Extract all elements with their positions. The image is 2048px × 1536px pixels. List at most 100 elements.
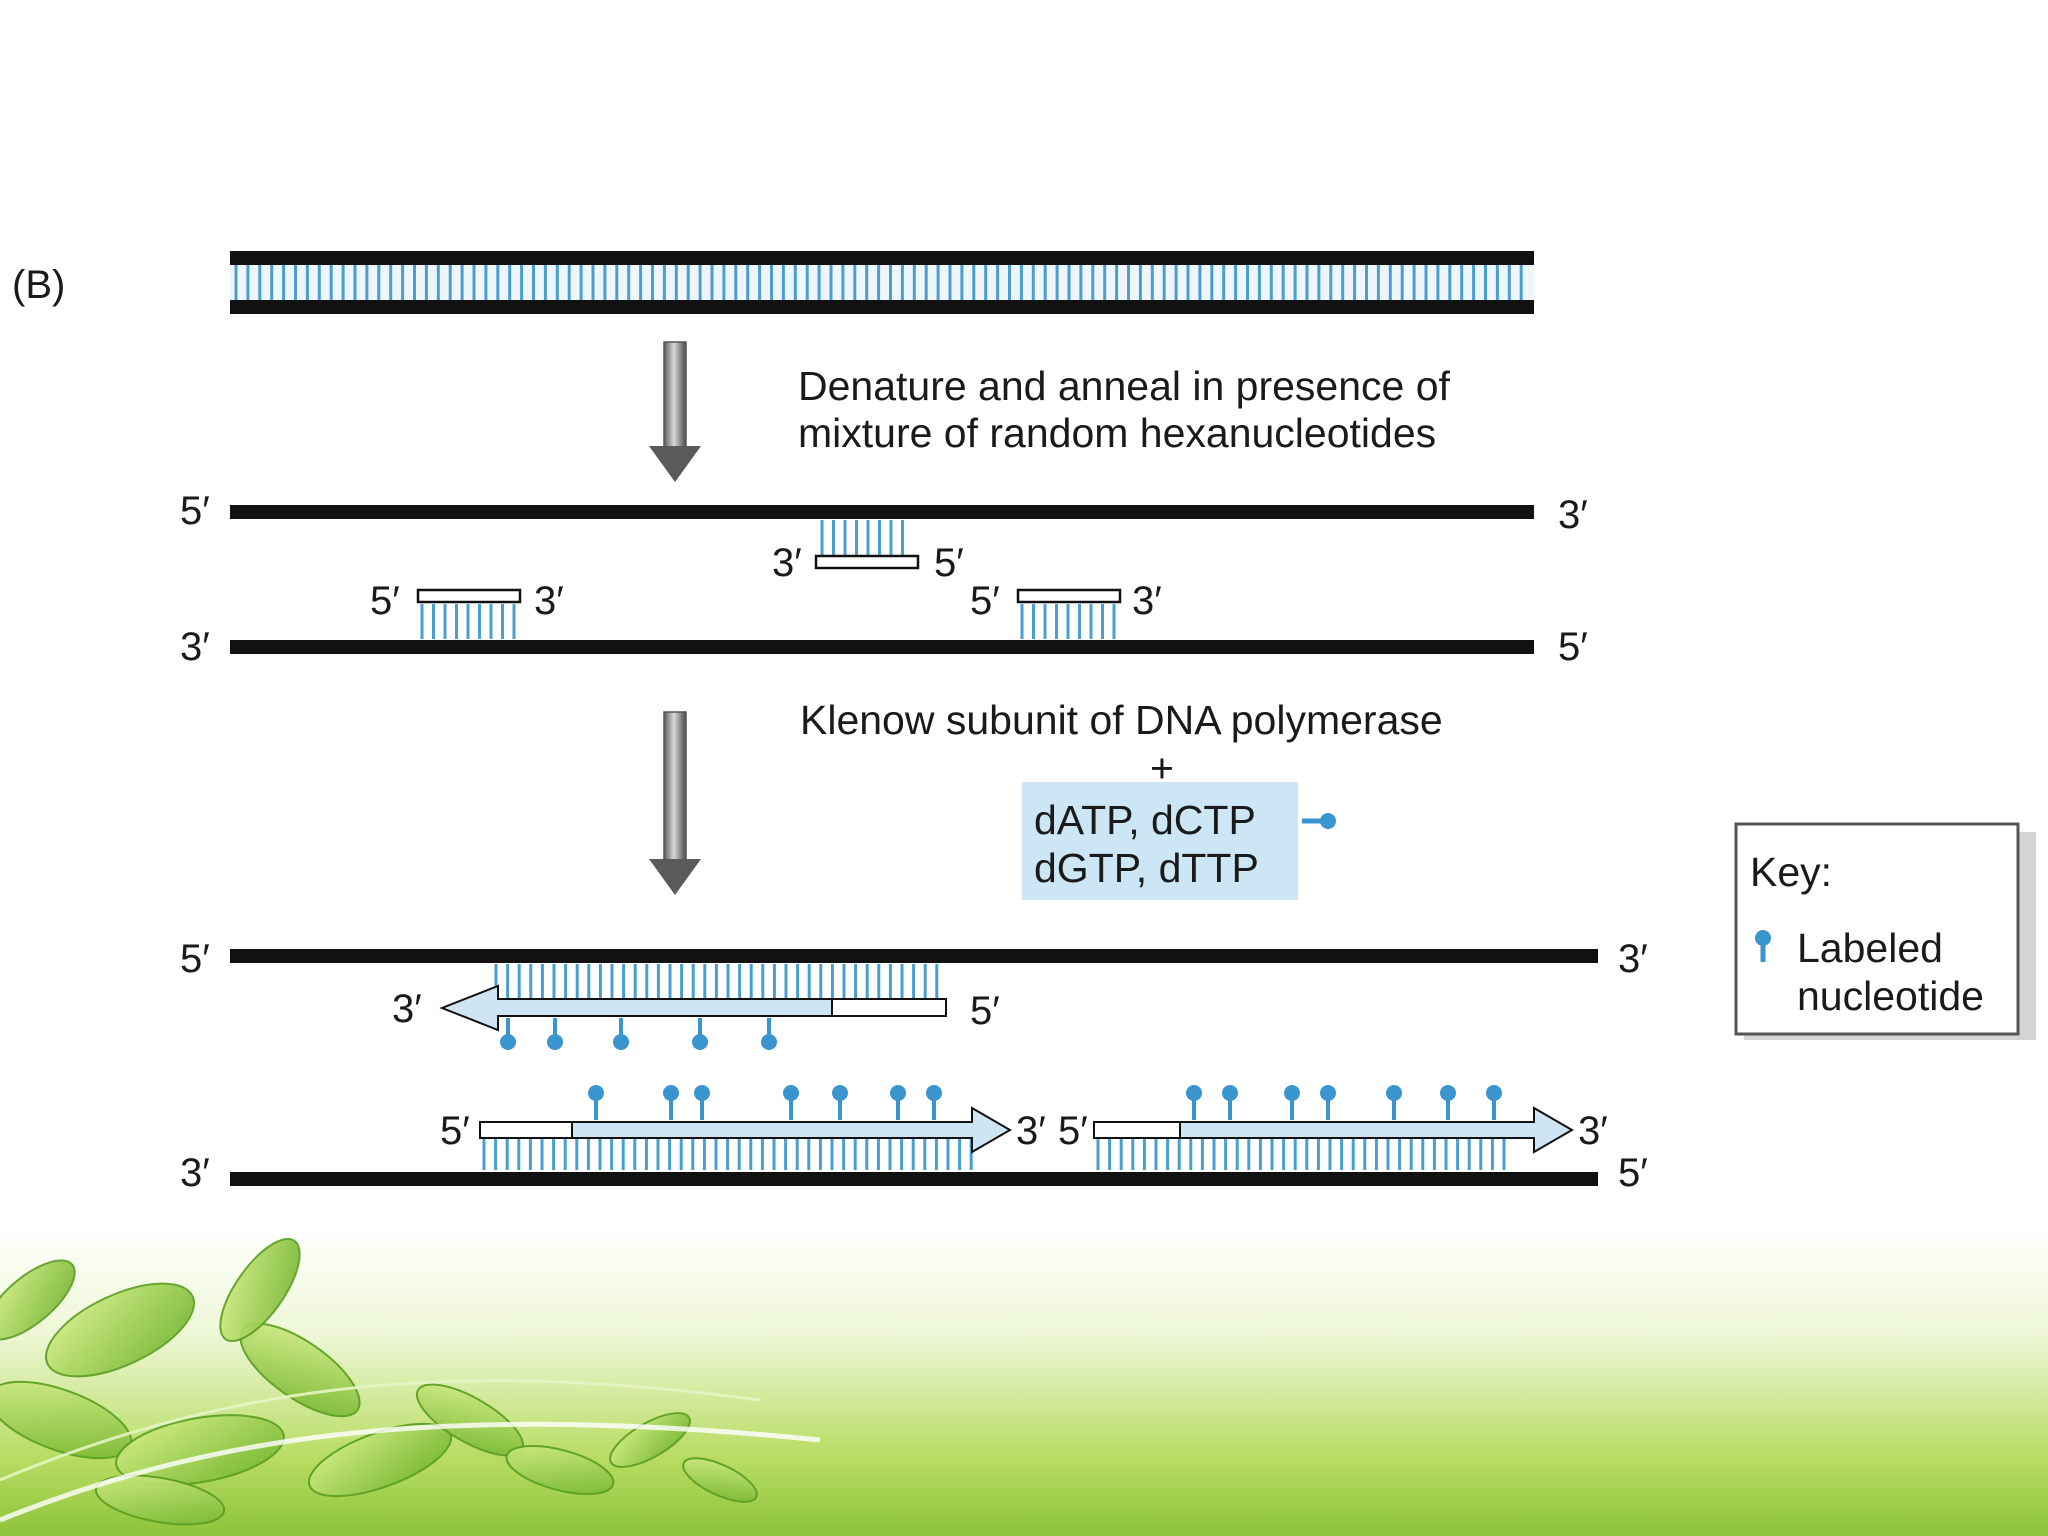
- template-strand-bottom: [230, 640, 1534, 654]
- new-strand-left: [479, 1106, 1012, 1154]
- label-3prime-bottom: 3′: [180, 625, 210, 669]
- label-5prime-top: 5′: [180, 489, 210, 533]
- hexamer-pairs-right: [1020, 604, 1116, 639]
- marker-head: [761, 1034, 777, 1050]
- labeled-nucleotide-right: [1186, 1085, 1202, 1120]
- labeled-nucleotide-right: [1386, 1085, 1402, 1120]
- key-box: Key: Labeled nucleotide: [1734, 822, 2036, 1040]
- label-newstrand-right-3prime: 3′: [1578, 1109, 1608, 1153]
- label-3prime-row3-bottom: 3′: [180, 1151, 210, 1195]
- label-3prime-top: 3′: [1558, 493, 1588, 537]
- labeled-nucleotide-right: [1486, 1085, 1502, 1120]
- double-stranded-dna: [230, 251, 1534, 314]
- nucleotides-line2: dGTP, dTTP: [1034, 845, 1259, 891]
- labeled-nucleotide-left: [890, 1085, 906, 1120]
- leaf-decoration: [0, 1237, 821, 1526]
- label-newstrand-left-5prime: 5′: [440, 1109, 470, 1153]
- leaf: [0, 1259, 76, 1341]
- new-strand-top: [439, 984, 947, 1032]
- down-arrow-step1: [649, 341, 701, 482]
- ds-gap: [230, 265, 1534, 300]
- marker-head: [1222, 1085, 1238, 1101]
- labeled-nucleotide-right: [1222, 1085, 1238, 1120]
- label-hexamer-right-3prime: 3′: [1132, 579, 1162, 623]
- label-marker-icon: [1302, 813, 1336, 829]
- hexamer-primer-right: [1016, 588, 1122, 604]
- label-hexamer-top-3prime: 3′: [772, 541, 802, 585]
- arrow-shaft: [663, 341, 687, 449]
- hexamer-primer-left: [416, 588, 522, 604]
- hexamer-pairs-top: [820, 520, 904, 555]
- label-5prime-row3-top: 5′: [180, 937, 210, 981]
- marker-head: [783, 1085, 799, 1101]
- step1-caption-line2: mixture of random hexanucleotides: [798, 410, 1436, 456]
- marker-head: [692, 1034, 708, 1050]
- ds-top-strand: [230, 251, 1534, 265]
- labeled-nucleotide-left: [663, 1085, 679, 1120]
- label-newstrand-right-5prime: 5′: [1058, 1109, 1088, 1153]
- ds-bottom-strand: [230, 300, 1534, 314]
- new-strand-left-arrow: [571, 1106, 1012, 1154]
- label-hexamer-right-5prime: 5′: [970, 579, 1000, 623]
- primer-top-extended: [831, 998, 947, 1017]
- template-strand-bottom-extended: [230, 1172, 1598, 1186]
- template-strand-top: [230, 505, 1534, 519]
- nucleotides-line1: dATP, dCTP: [1034, 797, 1256, 843]
- arrow-shaft: [663, 711, 687, 862]
- labeled-nucleotide-top: [613, 1018, 629, 1050]
- new-strand-right-arrow: [1179, 1106, 1574, 1154]
- template-strand-top-extended: [230, 949, 1598, 963]
- labeled-nucleotide-left: [926, 1085, 942, 1120]
- marker-head: [1284, 1085, 1300, 1101]
- label-hexamer-left-3prime: 3′: [534, 579, 564, 623]
- marker-head: [1320, 1085, 1336, 1101]
- marker-head: [663, 1085, 679, 1101]
- marker-head: [613, 1034, 629, 1050]
- nucleotide-highlight: [1022, 782, 1298, 900]
- labeled-nucleotide-top: [692, 1018, 708, 1050]
- step2-plus: +: [1150, 745, 1174, 791]
- label-3prime-row3-top: 3′: [1618, 937, 1648, 981]
- label-hexamer-top-5prime: 5′: [934, 541, 964, 585]
- step1-caption-line1: Denature and anneal in presence of: [798, 363, 1451, 409]
- leaf: [94, 1474, 226, 1526]
- primer-left-extended: [479, 1121, 573, 1139]
- marker-head: [1440, 1085, 1456, 1101]
- labeled-nucleotide-icon: [1755, 930, 1771, 962]
- labeled-nucleotide-top: [761, 1018, 777, 1050]
- leaf: [219, 1237, 301, 1343]
- marker-head: [1486, 1085, 1502, 1101]
- label-5prime-bottom: 5′: [1558, 625, 1588, 669]
- ds-base-pairs: [234, 265, 1523, 300]
- marker-head: [832, 1085, 848, 1101]
- nucleotide-box: dATP, dCTP dGTP, dTTP: [1022, 782, 1336, 900]
- hexamer-pairs-left: [420, 604, 516, 639]
- leaf: [505, 1445, 615, 1495]
- marker-head: [694, 1085, 710, 1101]
- extension-pairs-top: [494, 964, 939, 998]
- arrow-head: [649, 446, 701, 482]
- labeled-nucleotide-right: [1320, 1085, 1336, 1120]
- key-item-line2: nucleotide: [1797, 973, 1984, 1019]
- new-strand-right: [1093, 1106, 1574, 1154]
- label-newstrand-top-3prime: 3′: [392, 987, 422, 1031]
- leaf: [45, 1282, 195, 1378]
- leaf: [682, 1457, 758, 1503]
- step2-caption: Klenow subunit of DNA polymerase: [800, 697, 1443, 743]
- extension-pairs-right: [1096, 1136, 1506, 1170]
- labeled-nucleotide-left: [588, 1085, 604, 1120]
- label-newstrand-top-5prime: 5′: [970, 989, 1000, 1033]
- labeled-nucleotide-right: [1440, 1085, 1456, 1120]
- extension-pairs-left: [482, 1136, 973, 1170]
- background-decoration: [0, 1225, 2048, 1536]
- primer-right-extended: [1093, 1121, 1181, 1139]
- labeled-nucleotide-left: [783, 1085, 799, 1120]
- arrow-head: [649, 859, 701, 895]
- labeled-nucleotide-top: [500, 1018, 516, 1050]
- marker-head: [588, 1085, 604, 1101]
- marker-head: [926, 1085, 942, 1101]
- leaf-swirl: [0, 1421, 821, 1523]
- labeled-nucleotide-top: [547, 1018, 563, 1050]
- panel-label: (B): [12, 263, 65, 307]
